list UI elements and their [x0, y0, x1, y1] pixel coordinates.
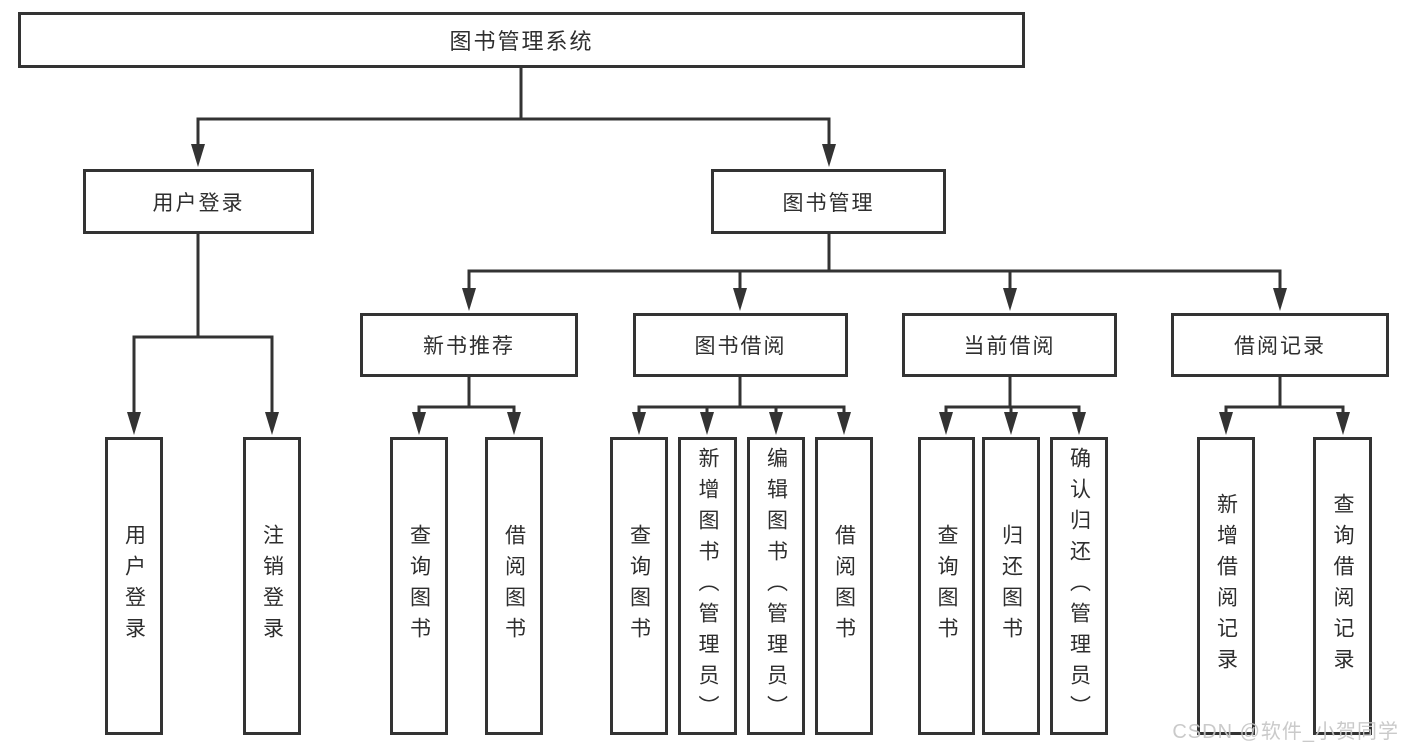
- watermark-text: CSDN @软件_小贺同学: [1172, 721, 1399, 743]
- node-book-management: 图书管理: [711, 169, 946, 234]
- leaf-confirm-return-admin-label: 确认归还（管理员）: [1067, 446, 1091, 726]
- leaf-query-books-borrowing: 查询图书: [610, 437, 668, 735]
- node-book-management-label: 图书管理: [782, 191, 875, 215]
- leaf-borrow-books-recommend-label: 借阅图书: [502, 524, 526, 648]
- node-book-borrowing: 图书借阅: [633, 313, 848, 377]
- leaf-add-books-admin: 新增图书（管理员）: [678, 437, 737, 735]
- leaf-add-borrow-record-label: 新增借阅记录: [1214, 493, 1238, 679]
- connector-user-login-to-leaves: [132, 232, 274, 418]
- connector-root-to-level2: [196, 66, 831, 150]
- leaf-query-books-current-label: 查询图书: [935, 524, 958, 648]
- node-new-book-recommendation: 新书推荐: [360, 313, 578, 377]
- connector-borrowing-to-leaves: [637, 375, 846, 418]
- connector-records-to-leaves: [1224, 375, 1345, 418]
- leaf-query-books-recommend: 查询图书: [390, 437, 448, 735]
- leaf-edit-books-admin-label: 编辑图书（管理员）: [764, 446, 788, 726]
- leaf-query-borrow-record: 查询借阅记录: [1313, 437, 1372, 735]
- leaf-logout-label: 注销登录: [260, 524, 284, 648]
- leaf-query-books-recommend-label: 查询图书: [407, 524, 431, 648]
- arrowheads: [127, 144, 1350, 435]
- leaf-add-books-admin-label: 新增图书（管理员）: [696, 446, 719, 726]
- leaf-edit-books-admin: 编辑图书（管理员）: [747, 437, 805, 735]
- node-current-borrowing: 当前借阅: [902, 313, 1117, 377]
- node-borrowing-records-label: 借阅记录: [1234, 335, 1326, 358]
- node-current-borrowing-label: 当前借阅: [963, 335, 1056, 358]
- leaf-query-books-borrowing-label: 查询图书: [627, 524, 651, 648]
- node-root-system-label: 图书管理系统: [449, 29, 594, 54]
- leaf-query-books-current: 查询图书: [918, 437, 975, 735]
- leaf-query-borrow-record-label: 查询借阅记录: [1331, 493, 1354, 679]
- leaf-logout: 注销登录: [243, 437, 301, 735]
- leaf-borrow-books-borrowing: 借阅图书: [815, 437, 873, 735]
- node-user-login-label: 用户登录: [152, 191, 245, 215]
- node-user-login: 用户登录: [83, 169, 314, 234]
- connector-current-to-leaves: [944, 375, 1081, 418]
- leaf-user-login: 用户登录: [105, 437, 163, 735]
- leaf-user-login-label: 用户登录: [122, 524, 146, 648]
- leaf-borrow-books-borrowing-label: 借阅图书: [832, 524, 856, 648]
- node-root-system: 图书管理系统: [18, 12, 1025, 68]
- leaf-return-books: 归还图书: [982, 437, 1040, 735]
- node-new-book-recommendation-label: 新书推荐: [423, 335, 515, 358]
- leaf-confirm-return-admin: 确认归还（管理员）: [1050, 437, 1108, 735]
- connector-recommend-to-leaves: [417, 375, 516, 418]
- connector-book-management-to-level3: [467, 232, 1282, 294]
- node-borrowing-records: 借阅记录: [1171, 313, 1389, 377]
- leaf-add-borrow-record: 新增借阅记录: [1197, 437, 1255, 735]
- leaf-return-books-label: 归还图书: [999, 524, 1023, 648]
- leaf-borrow-books-recommend: 借阅图书: [485, 437, 543, 735]
- node-book-borrowing-label: 图书借阅: [694, 335, 787, 358]
